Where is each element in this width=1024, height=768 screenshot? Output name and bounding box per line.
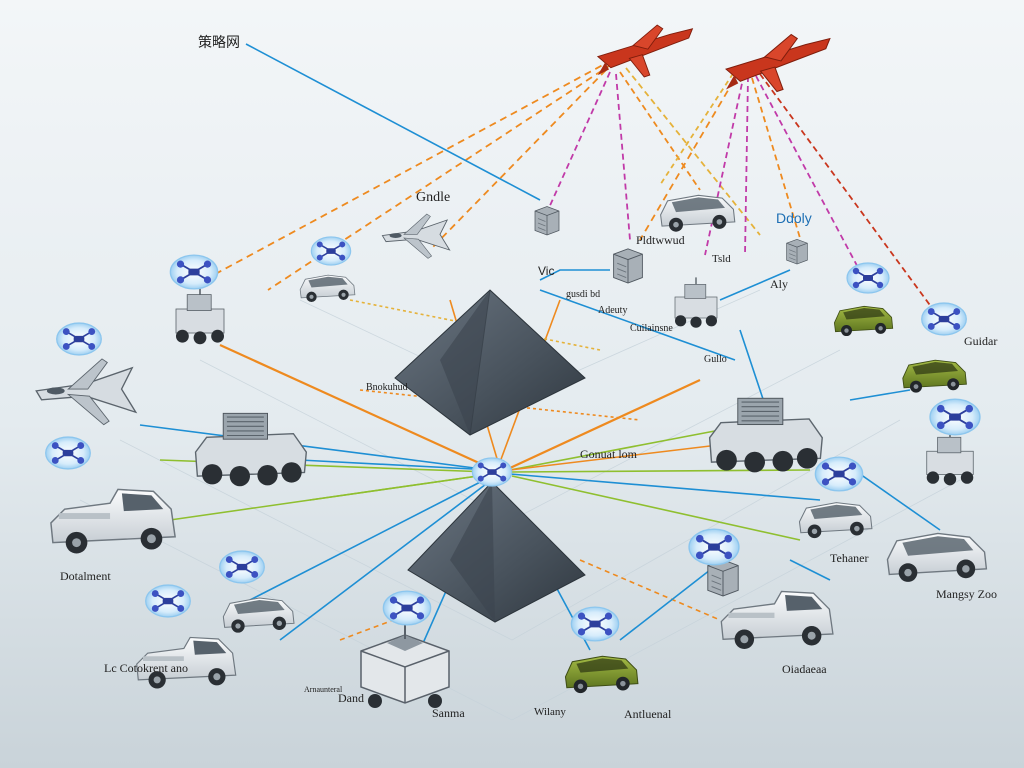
mobile-radar-icon-1[interactable]: [175, 285, 225, 346]
label-aly: Aly: [770, 277, 788, 291]
drone-icon-1[interactable]: [169, 254, 219, 290]
label-dotalment: Dotalment: [60, 569, 111, 583]
suv-icon-1[interactable]: [299, 274, 356, 303]
mobile-radar-icon-2[interactable]: [674, 276, 718, 329]
fighter-jet-icon-left[interactable]: [35, 358, 137, 426]
label-cuilainsne: Cuilainsne: [630, 323, 673, 334]
relay-box-icon-2[interactable]: [613, 248, 643, 284]
mobile-radar-icon-3[interactable]: [925, 428, 975, 487]
missile-icon-1[interactable]: [597, 24, 693, 78]
label-pldtwwud: Pldtwwud: [636, 233, 685, 247]
label-guidar: Guidar: [964, 334, 997, 348]
label-tsld: Tsld: [712, 253, 731, 265]
armored-vehicle-icon-1[interactable]: [194, 412, 308, 488]
drone-icon-2[interactable]: [310, 236, 352, 266]
label-gndle: Gndle: [416, 190, 450, 205]
drone-icon-11[interactable]: [929, 398, 981, 436]
signal-hub-icon[interactable]: [471, 457, 513, 487]
drone-icon-13[interactable]: [846, 262, 890, 294]
drone-icon-5[interactable]: [218, 550, 266, 584]
drone-icon-7[interactable]: [382, 590, 432, 626]
drone-icon-4[interactable]: [44, 436, 92, 470]
drone-icon-9[interactable]: [688, 528, 740, 566]
drone-icon-8[interactable]: [570, 606, 620, 642]
mountain-icon-south: [407, 481, 586, 623]
relay-box-icon-1[interactable]: [534, 206, 560, 236]
label-sanma: Sanma: [432, 706, 465, 720]
olive-suv-icon-1[interactable]: [833, 305, 894, 337]
label-dloly: Ddoly: [776, 210, 812, 226]
label-gusdi-bd: gusdi bd: [566, 289, 600, 300]
pickup-truck-icon-2[interactable]: [720, 590, 834, 650]
label-gonuat-lom: Gonuat lom: [580, 447, 638, 461]
scene-labels: 策略网 Gndle Ddoly Pldtwwud Tsld Vic Aly gu…: [60, 34, 997, 721]
drone-icon-6[interactable]: [144, 584, 192, 618]
drone-icon-3[interactable]: [55, 322, 103, 356]
label-vic: Vic: [538, 264, 554, 278]
olive-suv-icon-2[interactable]: [902, 359, 968, 394]
label-antluenal: Antluenal: [624, 707, 672, 721]
suv-icon-5[interactable]: [886, 532, 988, 583]
label-oiadaeaa: Oiadaeaa: [782, 662, 827, 676]
label-gullo: Gullo: [704, 354, 727, 365]
suv-icon-3[interactable]: [222, 597, 295, 634]
pickup-truck-icon-1[interactable]: [49, 488, 177, 555]
label-lc-cotokrent: Lc Cotokrent ano: [104, 661, 188, 675]
mountain-icon-north: [394, 289, 586, 436]
olive-suv-icon-3[interactable]: [564, 655, 639, 694]
suv-icon-2[interactable]: [659, 194, 736, 233]
label-dand: Dand: [338, 691, 364, 705]
relay-box-icon-3[interactable]: [786, 238, 808, 265]
suv-icon-4[interactable]: [798, 502, 873, 539]
label-wilany: Wilany: [534, 706, 566, 718]
label-tehaner: Tehaner: [830, 551, 868, 565]
label-adeuty: Adeuty: [598, 305, 627, 316]
armored-vehicle-icon-2[interactable]: [708, 397, 824, 474]
command-station-icon[interactable]: [359, 621, 451, 710]
fighter-jet-icon-top[interactable]: [381, 213, 451, 259]
drone-icon-10[interactable]: [814, 456, 864, 492]
missile-links: [194, 59, 936, 313]
label-mangsy-zoo: Mangsy Zoo: [936, 587, 997, 601]
label-small-annot: Arnaunteral: [304, 685, 343, 694]
label-top-left: 策略网: [198, 34, 240, 50]
drone-icon-12[interactable]: [920, 302, 968, 336]
label-bnokuhud: Bnokuhud: [366, 382, 408, 393]
missile-icon-2[interactable]: [725, 33, 831, 93]
